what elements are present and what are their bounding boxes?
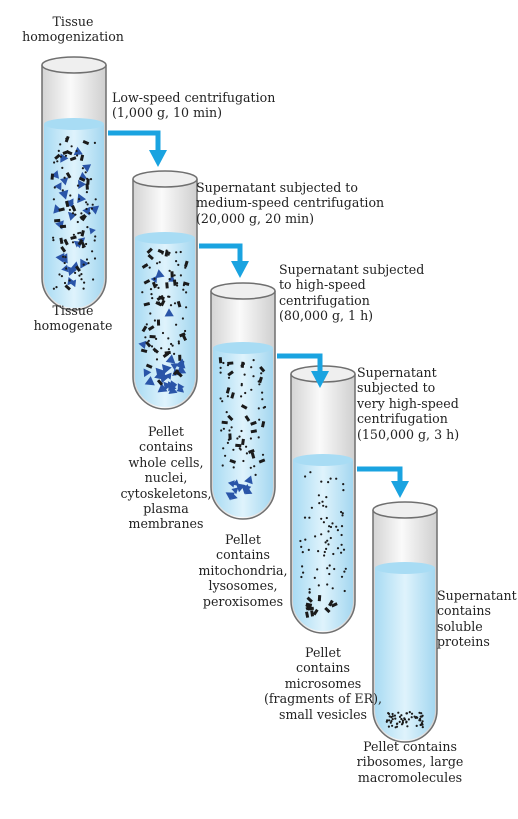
tube-4: [290, 365, 356, 634]
tube-1-particles: [50, 135, 100, 291]
tube-5-particles: [385, 711, 424, 729]
tube-4-particles: [299, 471, 347, 618]
tube-2: [132, 170, 198, 410]
flow-arrow-icon: [357, 466, 409, 498]
label-step-1: Low-speed centrifugation (1,000 g, 10 mi…: [112, 90, 276, 121]
label-tissue-homogenization: Tissue homogenization: [22, 14, 124, 45]
tube-4-liquid: [293, 460, 353, 631]
label-pellet-1: Pellet contains whole cells, nuclei, cyt…: [120, 424, 212, 532]
arrow-4: [357, 466, 409, 498]
tube-2-particles: [138, 247, 190, 394]
flow-arrow-icon: [277, 353, 329, 388]
arrow-2: [199, 243, 249, 278]
flow-arrow-icon: [199, 243, 249, 278]
test-tube-icon: [290, 365, 356, 634]
test-tube-icon: [41, 56, 107, 311]
arrow-3: [277, 353, 329, 388]
label-step-4: Supernatant subjected to very high-speed…: [357, 365, 460, 442]
label-pellet-2: Pellet contains mitochondria, lysosomes,…: [198, 532, 288, 609]
label-step-3: Supernatant subjected to high-speed cent…: [279, 262, 425, 324]
tube-1: [41, 56, 107, 311]
label-supernatant-final: Supernatant contains soluble proteins: [437, 588, 517, 650]
test-tube-icon: [372, 501, 438, 743]
tube-3-particles: [218, 357, 267, 501]
tube-5-liquid: [375, 568, 435, 740]
label-pellet-4: Pellet contains ribosomes, large macromo…: [356, 739, 464, 785]
tube-3-liquid: [213, 348, 273, 517]
flow-arrow-icon: [108, 130, 167, 167]
tube-5: [372, 501, 438, 743]
label-step-2: Supernatant subjected to medium-speed ce…: [196, 180, 385, 226]
label-pellet-3: Pellet contains microsomes (fragments of…: [263, 645, 383, 722]
arrow-1: [108, 130, 167, 167]
tube-3: [210, 282, 276, 520]
label-tissue-homogenate: Tissue homogenate: [33, 303, 113, 334]
